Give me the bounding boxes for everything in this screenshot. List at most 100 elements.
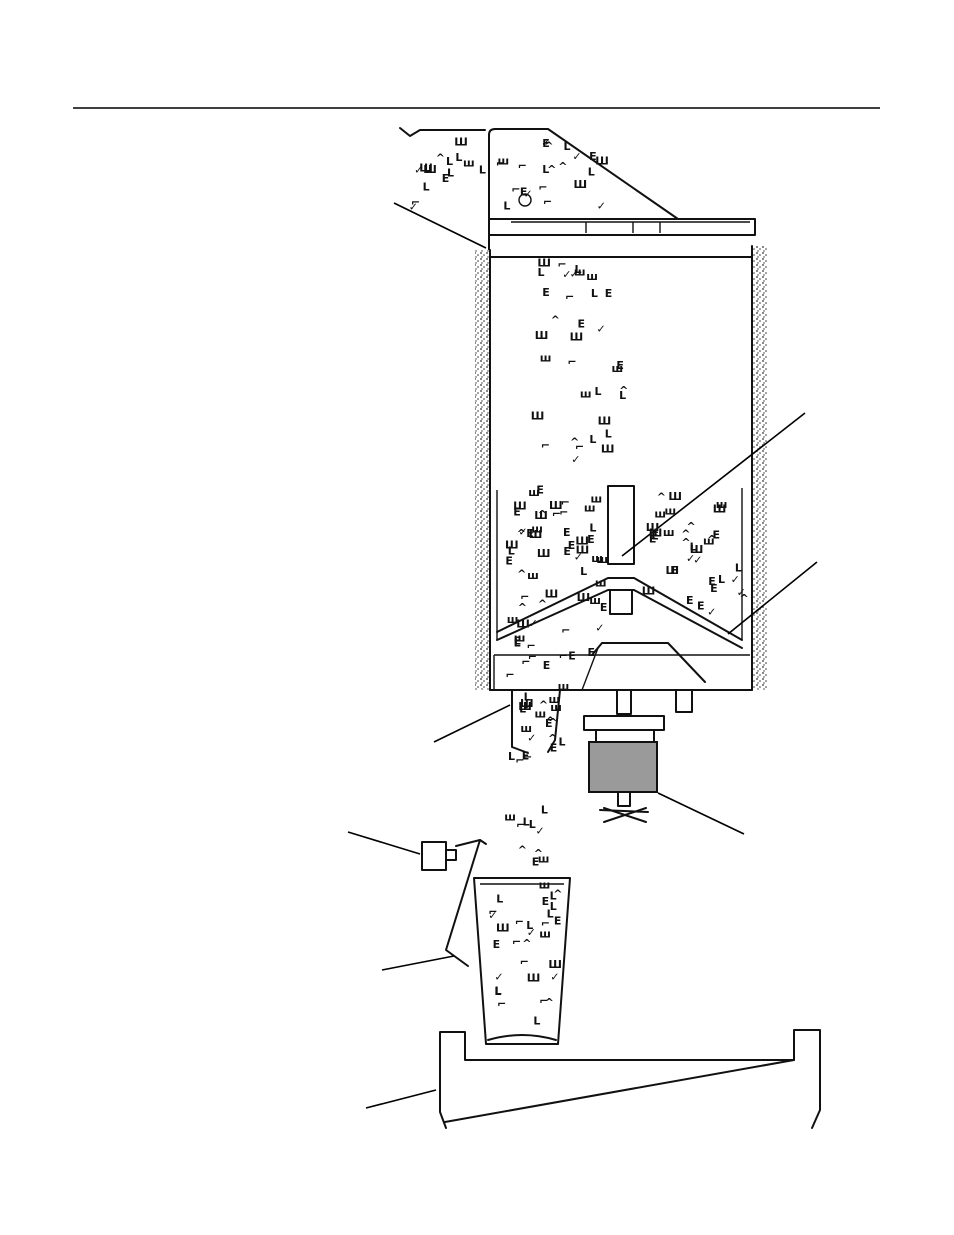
ice-cube: ш	[498, 154, 510, 167]
ice-cube: L	[619, 389, 626, 402]
ice-cube: L	[538, 266, 545, 279]
ice-cube: Ш	[518, 700, 532, 713]
ice-cube: L	[550, 890, 557, 903]
ice-cube: ✓	[494, 971, 503, 984]
ice-cube: Ш	[516, 618, 530, 631]
ice-cube: ^	[657, 490, 666, 503]
ice-cube: ✓	[527, 731, 536, 744]
ice-cube: E	[513, 505, 521, 518]
ice-cube: L	[541, 804, 548, 817]
ice-cube: ^	[518, 843, 527, 856]
ice-cube: ✓	[707, 605, 716, 618]
ice-cube: ⌐	[539, 994, 548, 1007]
ice-cube: ^	[681, 536, 690, 549]
ice-cube: ⌐	[516, 818, 525, 831]
ice-cube: L	[526, 919, 533, 932]
ice-cube: ш	[507, 613, 519, 626]
ice-cube: ш	[574, 265, 586, 278]
ice-cube: Ш	[535, 329, 549, 342]
ice-cube: L	[735, 562, 742, 575]
ice-cube: E	[522, 750, 530, 763]
insulation-right	[752, 246, 768, 690]
ice-cube: ⌐	[565, 290, 574, 303]
ice-cube: E	[616, 359, 624, 372]
ice-cube: E	[442, 172, 450, 185]
ice-cube: L	[479, 163, 486, 176]
ice-cube: E	[649, 532, 657, 545]
ice-cube: ^	[539, 698, 548, 711]
ice-cube: ✓	[536, 825, 545, 838]
ice-cube: L	[580, 565, 587, 578]
ice-cube: L	[559, 735, 566, 748]
ice-cube: ✓	[524, 699, 533, 712]
ice-cube: Ш	[454, 136, 468, 149]
ice-cube: L	[542, 163, 549, 176]
ice-cube: L	[503, 200, 510, 213]
ice-cube: ш	[591, 493, 603, 506]
ice-cube: Ш	[713, 502, 727, 515]
ice-cube: ш	[663, 526, 675, 539]
ice-cube: ⌐	[488, 906, 497, 919]
ice-cube: E	[710, 582, 718, 595]
ice-cube: E	[493, 938, 501, 951]
agitator-baffle	[496, 485, 743, 649]
ice-chute	[399, 127, 756, 251]
ice-cube: ^	[538, 508, 547, 521]
ice-cube: ✓	[523, 188, 532, 201]
ice-cube: Ш	[545, 587, 559, 600]
ice-cube: L	[524, 690, 531, 703]
ice-cube: ⌐	[521, 656, 530, 669]
ice-cube: ш	[716, 498, 728, 511]
ice-cube: E	[545, 717, 553, 730]
dispense-spout	[511, 689, 561, 754]
ice-cube: L	[605, 427, 612, 440]
ice-cube: Ш	[649, 527, 663, 540]
ice-cube: ⌐	[528, 651, 537, 664]
ice-cube: ⌐	[518, 160, 527, 173]
ice-cube: ^	[740, 592, 749, 605]
ice-cube: L	[690, 540, 697, 553]
ice-cube: ✓	[572, 150, 581, 163]
ice-cube: E	[550, 742, 558, 755]
ice-cube: ✓	[562, 268, 571, 281]
ice-cube: L	[564, 140, 571, 153]
ice-cube: ^	[619, 384, 628, 397]
ice-cube: Ш	[549, 499, 563, 512]
ice-cube: ✓	[529, 617, 538, 630]
ice-cube: ^	[517, 567, 526, 580]
ice-cube: ^	[548, 716, 557, 729]
callout-leaders	[347, 202, 818, 1109]
ice-cube: ^	[517, 527, 526, 540]
ice-cube: ⌐	[561, 496, 570, 509]
leader-switch	[347, 831, 421, 855]
ice-cube: E	[520, 186, 528, 199]
ice-cube: ^	[707, 533, 716, 546]
ice-cube: ш	[550, 701, 562, 714]
ice-cube: Ш	[690, 543, 704, 556]
ice-cube: ш	[504, 810, 516, 823]
ice-cube: ✓	[409, 200, 418, 213]
dispense-lever	[421, 839, 487, 967]
ice-cube: Ш	[601, 442, 615, 455]
ice-cube: ш	[535, 707, 547, 720]
ice-cube: Ш	[577, 591, 591, 604]
ice-cube: ш	[514, 631, 526, 644]
ice-cube: ш	[463, 156, 475, 169]
ice-cube: ✓	[595, 621, 604, 634]
ice-cube: L	[494, 985, 501, 998]
ice-cube: Ш	[537, 547, 551, 560]
ice-cube: E	[686, 594, 694, 607]
ice-cube: ш	[528, 486, 540, 499]
ice-cube: ш	[538, 853, 550, 866]
ice-cube: ⌐	[557, 258, 566, 271]
ice-cube: ⌐	[512, 936, 521, 949]
ice-cube: E	[671, 564, 679, 577]
ice-cube: E	[600, 601, 608, 614]
ice-cube: E	[563, 545, 571, 558]
ice-cube: ш	[586, 270, 598, 283]
ice-cube: ⌐	[559, 649, 568, 662]
ice-cube: Ш	[576, 543, 590, 556]
ice-cube: L	[519, 702, 526, 715]
ice-cube: Ш	[419, 161, 433, 174]
